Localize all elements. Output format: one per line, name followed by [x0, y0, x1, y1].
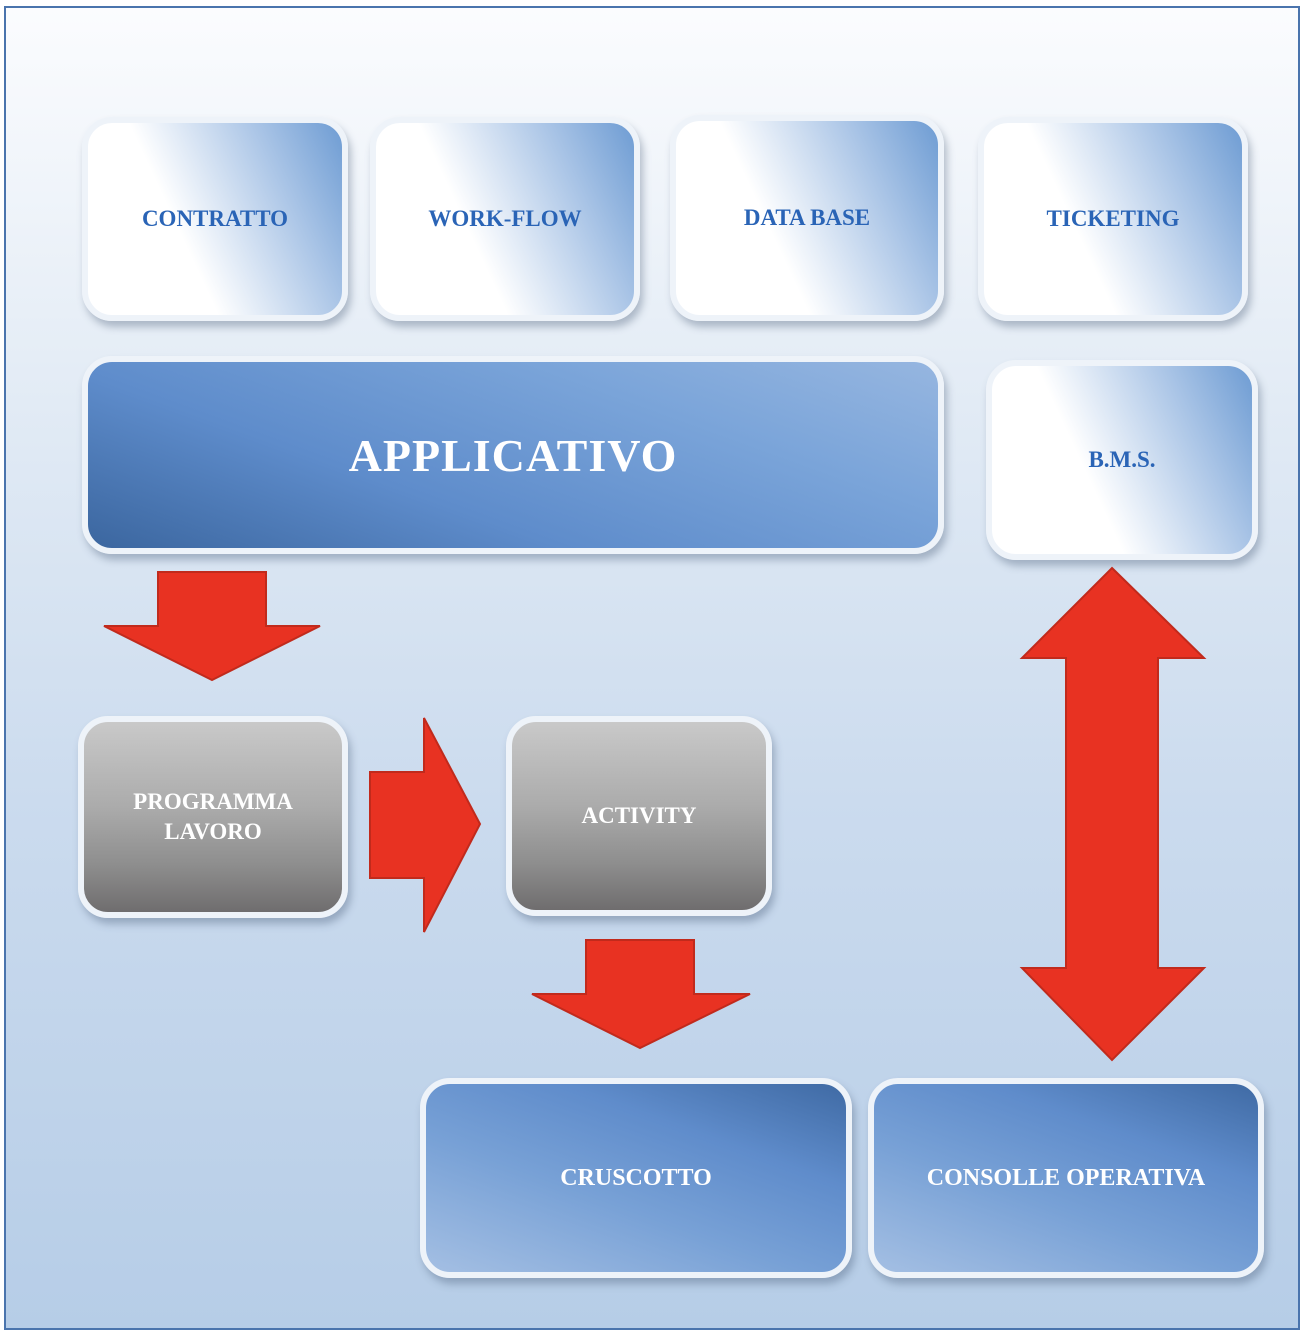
data-base-box: DATA BASE	[670, 115, 944, 321]
contratto-label: CONTRATTO	[141, 206, 289, 231]
work-flow-box: WORK-FLOW	[370, 117, 640, 321]
consolle-operativa-box: CONSOLLE OPERATIVA	[868, 1078, 1264, 1278]
right-arrow-activity	[369, 717, 482, 933]
consolle-operativa-label: CONSOLLE OPERATIVA	[926, 1164, 1206, 1191]
ticketing-box: TICKETING	[978, 117, 1248, 321]
programma-label: PROGRAMMA	[133, 789, 293, 815]
cruscotto-box: CRUSCOTTO	[420, 1078, 852, 1278]
work-flow-label: WORK-FLOW	[428, 206, 582, 231]
diagram-canvas: CONTRATTO WORK-FLOW DATA BASE TICKETING …	[4, 6, 1300, 1330]
bms-label: B.M.S.	[1088, 447, 1156, 472]
activity-label: ACTIVITY	[581, 803, 697, 829]
bms-box: B.M.S.	[986, 360, 1258, 560]
activity-box: ACTIVITY	[506, 716, 772, 916]
right-arrow-activity-shape	[369, 717, 482, 933]
double-arrow-bms-consolle	[1019, 566, 1207, 1062]
applicativo-box: APPLICATIVO	[82, 356, 944, 554]
down-arrow-applicativo-shape	[103, 571, 321, 682]
applicativo-label: APPLICATIVO	[348, 429, 678, 481]
double-arrow-bms-consolle-shape	[1019, 566, 1207, 1062]
cruscotto-label: CRUSCOTTO	[560, 1164, 712, 1191]
programma-lavoro-box: PROGRAMMA LAVORO	[78, 716, 348, 918]
down-arrow-activity	[531, 939, 751, 1050]
programma-lavoro-text: PROGRAMMA LAVORO	[133, 787, 293, 847]
lavoro-label: LAVORO	[164, 819, 262, 844]
down-arrow-activity-shape	[531, 939, 751, 1050]
down-arrow-applicativo	[103, 571, 321, 682]
data-base-label: DATA BASE	[743, 205, 871, 230]
contratto-box: CONTRATTO	[82, 117, 348, 321]
ticketing-label: TICKETING	[1046, 206, 1180, 231]
